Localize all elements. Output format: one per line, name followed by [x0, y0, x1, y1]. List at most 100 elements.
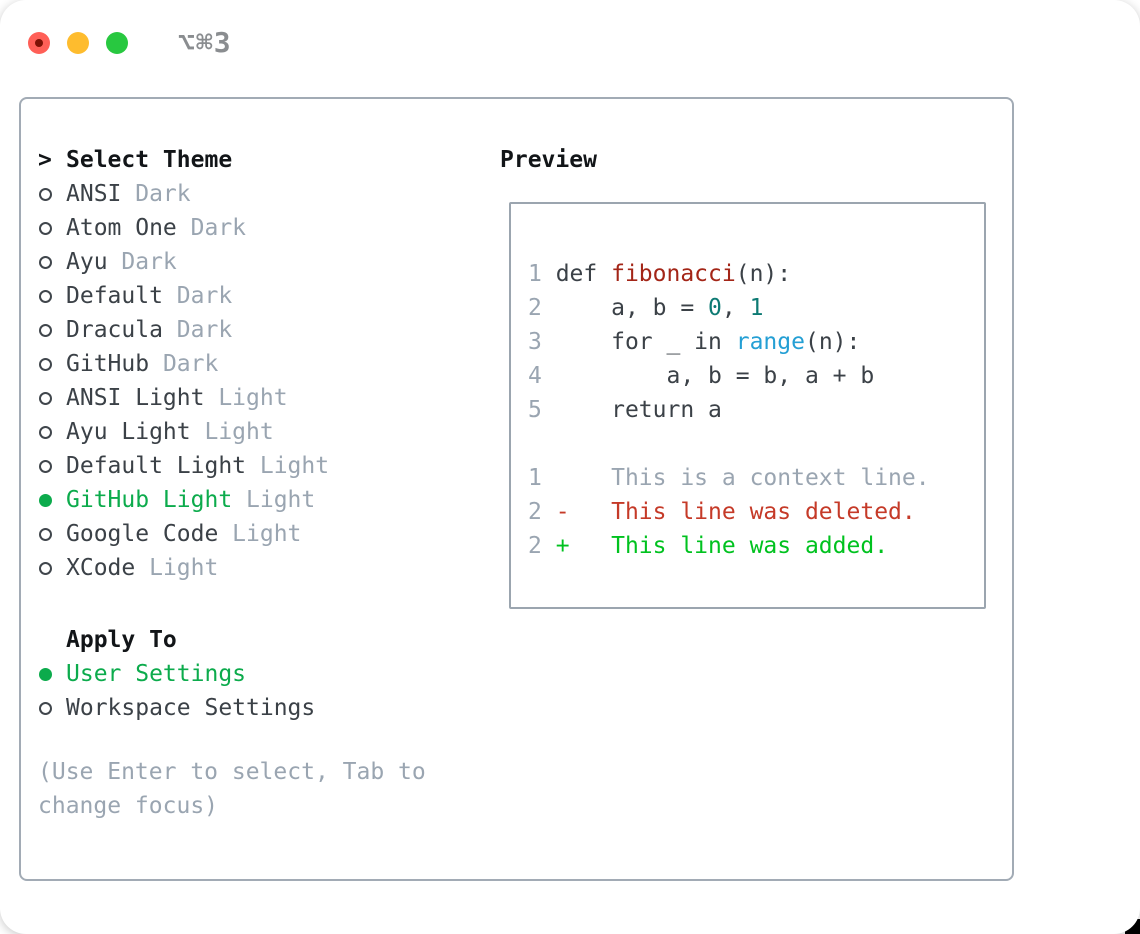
radio-icon — [39, 667, 52, 681]
theme-variant: Dark — [176, 283, 233, 309]
preview-column: Preview — [500, 143, 597, 177]
apply-to-label: Workspace Settings — [66, 695, 316, 721]
code-segment: 3 — [528, 329, 556, 355]
theme-picker-panel: > Select Theme ANSI Dark Atom One Dark A… — [19, 97, 1014, 881]
theme-option[interactable]: Ayu Light Light — [38, 415, 440, 449]
apply-to-label: User Settings — [66, 661, 247, 687]
code-line: 2 + This line was added. — [528, 529, 984, 563]
theme-option[interactable]: Ayu Dark — [38, 245, 440, 279]
code-segment: 2 — [528, 499, 556, 525]
radio-icon — [39, 527, 52, 541]
code-line: 2 a, b = 0, 1 — [528, 291, 984, 325]
radio-icon — [39, 391, 52, 405]
theme-name: Ayu — [66, 249, 108, 275]
radio-icon — [39, 701, 52, 715]
theme-name: Atom One — [66, 215, 177, 241]
theme-variant: Dark — [121, 249, 177, 275]
radio-icon — [39, 289, 52, 303]
code-line: 1 This is a context line. — [528, 461, 984, 495]
theme-variant: Light — [218, 385, 288, 411]
theme-option[interactable]: ANSI Dark — [38, 177, 440, 211]
code-line: 3 for _ in range(n): — [528, 325, 984, 359]
code-segment: 2 — [528, 533, 556, 559]
code-line: 1 def fibonacci(n): — [528, 257, 984, 291]
theme-list: ANSI Dark Atom One Dark Ayu Dark Default… — [38, 177, 440, 585]
code-segment: for _ in — [555, 329, 736, 355]
code-segment: - This line was deleted. — [555, 499, 916, 525]
theme-name: Default Light — [66, 453, 247, 479]
spacer — [38, 725, 440, 755]
apply-to-option[interactable]: User Settings — [38, 657, 440, 691]
radio-icon — [39, 561, 52, 575]
theme-option[interactable]: XCode Light — [38, 551, 440, 585]
window-shortcut-label: ⌥⌘3 — [178, 26, 232, 59]
theme-name: Default — [66, 283, 163, 309]
radio-icon — [39, 493, 52, 507]
code-segment: This is a context line. — [555, 465, 930, 491]
theme-option[interactable]: Dracula Dark — [38, 313, 440, 347]
code-segment: range — [735, 329, 805, 355]
zoom-button[interactable] — [106, 31, 128, 54]
code-segment: 1 — [749, 295, 764, 321]
theme-variant: Dark — [135, 181, 191, 207]
theme-picker-column: > Select Theme ANSI Dark Atom One Dark A… — [38, 143, 440, 823]
apply-to-header: Apply To — [38, 623, 440, 657]
theme-variant: Light — [246, 487, 316, 513]
keyboard-hint: (Use Enter to select, Tab to change focu… — [38, 759, 440, 819]
code-line: 2 - This line was deleted. — [528, 495, 984, 529]
theme-variant: Light — [232, 521, 302, 547]
close-button[interactable] — [28, 31, 50, 54]
radio-icon — [39, 459, 52, 473]
code-segment: 2 — [528, 295, 556, 321]
minimize-button[interactable] — [67, 31, 89, 54]
select-theme-header: > Select Theme — [38, 143, 440, 177]
theme-variant: Dark — [190, 215, 247, 241]
radio-icon — [39, 357, 52, 371]
code-segment: 1 — [528, 465, 556, 491]
titlebar: ⌥⌘3 — [28, 26, 232, 59]
theme-variant: Dark — [162, 351, 219, 377]
apply-to-list: User Settings Workspace Settings — [38, 657, 440, 725]
code-segment: 5 — [528, 397, 556, 423]
code-segment: + This line was added. — [555, 533, 889, 559]
theme-option[interactable]: Atom One Dark — [38, 211, 440, 245]
theme-variant: Dark — [176, 317, 233, 343]
code-segment: (n): — [735, 261, 792, 287]
apply-to-title: Apply To — [66, 627, 177, 653]
theme-name: Ayu Light — [66, 419, 191, 445]
theme-name: GitHub — [66, 351, 150, 377]
radio-icon — [39, 187, 52, 201]
theme-name: ANSI — [66, 181, 122, 207]
theme-option[interactable]: GitHub Dark — [38, 347, 440, 381]
cursor-prompt-icon: > — [38, 147, 52, 173]
theme-name: Google Code — [66, 521, 219, 547]
code-line: 5 return a — [528, 393, 984, 427]
theme-name: XCode — [66, 555, 136, 581]
code-segment: 0 — [708, 295, 722, 321]
theme-option[interactable]: Google Code Light — [38, 517, 440, 551]
radio-icon — [39, 323, 52, 337]
code-segment: a, b = — [555, 295, 709, 321]
code-segment: fibonacci — [611, 261, 736, 287]
code-segment: , — [721, 295, 750, 321]
radio-icon — [39, 221, 52, 235]
theme-option[interactable]: Default Dark — [38, 279, 440, 313]
code-line: 4 a, b = b, a + b — [528, 359, 984, 393]
apply-to-option[interactable]: Workspace Settings — [38, 691, 440, 725]
radio-icon — [39, 255, 52, 269]
theme-option[interactable]: ANSI Light Light — [38, 381, 440, 415]
code-line — [528, 427, 984, 461]
theme-variant: Light — [149, 555, 219, 581]
theme-option[interactable]: GitHub Light Light — [38, 483, 440, 517]
code-segment: 4 — [528, 363, 556, 389]
code-segment: a, b = b, a + b — [555, 363, 875, 389]
select-theme-title: Select Theme — [66, 147, 233, 173]
radio-icon — [39, 425, 52, 439]
preview-title: Preview — [500, 147, 597, 173]
theme-name: Dracula — [66, 317, 163, 343]
theme-option[interactable]: Default Light Light — [38, 449, 440, 483]
code-segment: def — [555, 261, 612, 287]
